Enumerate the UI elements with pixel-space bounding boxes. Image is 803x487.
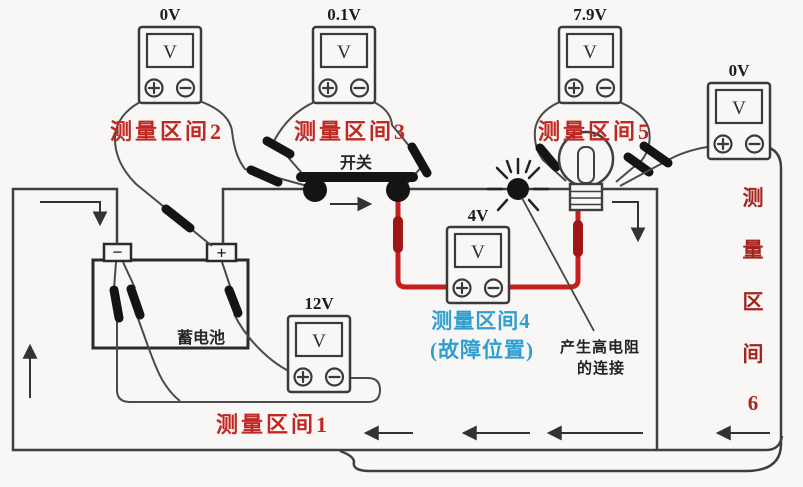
arrow-top-right [612,201,646,243]
probe-m3-minus [407,142,432,178]
battery-plus-terminal [205,242,238,263]
voltmeter-3-unit: V [337,42,351,63]
voltmeter-2-unit: V [163,42,177,63]
svg-text:量: 量 [743,238,764,262]
probe-battery-plus [224,285,243,318]
voltmeter-5-display [565,32,615,69]
voltmeter-3-reading: 0.1V [327,5,361,24]
voltmeter-1-unit: V [312,331,326,352]
voltmeter-5-reading: 7.9V [573,5,607,24]
voltmeter-1: V 12V [286,294,352,394]
voltmeter-4-unit: V [471,242,485,263]
battery-plus-symbol: + [216,243,226,263]
voltmeter-4: V 4V [445,206,511,305]
interval-label-4-note: (故障位置) [430,338,534,362]
main-circuit-wires [11,144,784,473]
voltmeter-3: V 0.1V [311,5,377,105]
interval-label-6-vertical: 测 量 区 间 6 [743,186,764,415]
arrow-top-left [40,201,108,227]
wire-battery-to-switch [221,187,312,244]
interval-label-5: 测量区间5 [538,119,652,144]
interval-label-4: 测量区间4 [431,309,531,333]
interval-label-2: 测量区间2 [110,119,224,144]
probe-m3-plus [262,136,295,159]
fault-interval-wiring [393,199,583,290]
switch-contact-right [386,178,410,202]
switch-contact-left [303,178,327,202]
svg-text:间: 间 [743,342,764,366]
voltmeter-6-display [714,88,764,125]
fault-joint [507,178,529,200]
battery-label: 蓄电池 [177,328,225,347]
meter2-leads [113,96,312,247]
fault-cause-label-line1: 产生高电阻 [560,338,640,356]
switch [296,172,418,202]
bulb [557,130,615,212]
voltmeter-2-display [145,32,195,69]
probe-m5-plus [535,143,561,172]
voltmeter-2: V 0V [137,5,203,105]
wire-outer-return [339,144,783,473]
red-lead-plus [395,199,452,290]
voltmeter-6: V 0V [706,61,772,161]
probe-m6-plus [639,141,673,168]
current-direction-arrows [22,196,770,441]
wire-bulb-to-bottom [600,187,659,450]
svg-text:区: 区 [743,290,764,314]
voltmeter-6-reading: 0V [729,61,751,80]
interval-label-3: 测量区间3 [294,119,408,144]
voltmeter-5-unit: V [583,42,597,63]
bulb-screw-base [568,182,604,212]
voltmeter-4-reading: 4V [468,206,490,225]
probe-m2-plus [161,204,195,233]
meter1-leads [109,261,382,403]
meter1-negative-lead [116,318,382,403]
fault-cause-label-line2: 的连接 [577,359,625,377]
interval-label-1: 测量区间1 [216,412,330,437]
probe-battery-minus-1 [109,285,124,323]
voltmeter-3-display [319,32,369,69]
fault-spark-icon [486,157,550,212]
probe-battery-minus-2 [126,284,145,320]
voltmeter-1-display [294,321,344,358]
voltmeter-5: V 7.9V [557,5,623,105]
meter5-leads [533,96,654,183]
battery-minus-symbol: − [112,242,122,262]
svg-text:测: 测 [743,186,764,210]
fault-pointer-line [521,197,595,332]
voltmeter-1-reading: 12V [304,294,334,313]
switch-label: 开关 [340,153,372,172]
svg-text:6: 6 [748,391,759,415]
probe-m2-minus [246,165,283,187]
probe-m5-minus [623,152,654,177]
red-lead-minus [503,199,581,290]
voltmeter-6-unit: V [732,98,746,119]
voltmeter-4-display [453,232,503,269]
voltmeter-2-reading: 0V [160,5,182,24]
